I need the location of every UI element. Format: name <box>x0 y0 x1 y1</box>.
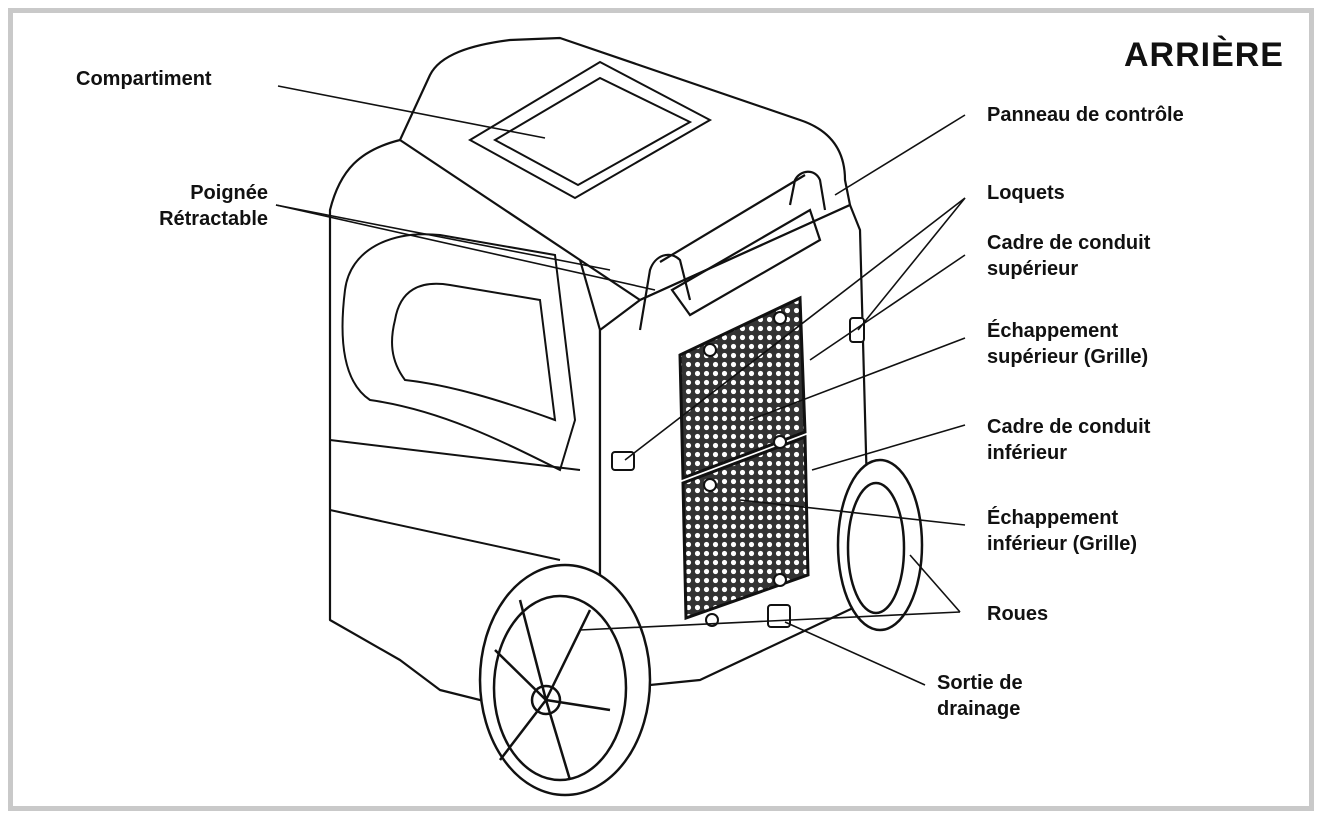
label-compartiment: Compartiment <box>76 68 212 90</box>
label-sortie-line1: Sortie de <box>937 672 1023 694</box>
label-echap-inf-line2: inférieur (Grille) <box>987 533 1138 555</box>
side-panel <box>329 233 581 561</box>
leader-cadre-inf <box>811 424 966 471</box>
drain-outlet <box>767 604 791 628</box>
label-roues: Roues <box>987 603 1049 625</box>
label-panneau: Panneau de contrôle <box>987 104 1184 126</box>
label-cadre-sup: Cadre de conduit supérieur <box>987 230 1150 282</box>
label-cadre-sup-line1: Cadre de conduit <box>987 232 1151 254</box>
label-echap-inf: Échappement inférieur (Grille) <box>987 505 1137 557</box>
leader-echap-sup <box>749 337 966 421</box>
leader-roues-b <box>909 554 961 613</box>
compartment-tray <box>467 60 713 200</box>
leader-poignee-2 <box>275 204 611 271</box>
label-poignee-line1: Poignée <box>190 182 268 204</box>
label-cadre-inf-line1: Cadre de conduit <box>987 416 1151 438</box>
leader-poignee <box>275 204 656 291</box>
label-echap-sup-line2: supérieur (Grille) <box>987 346 1149 368</box>
label-loquets: Loquets <box>987 182 1065 204</box>
label-cadre-inf: Cadre de conduit inférieur <box>987 414 1150 466</box>
leader-cadre-sup <box>809 254 966 361</box>
leader-panneau <box>834 114 966 196</box>
label-echap-inf-line1: Échappement <box>987 507 1119 529</box>
label-poignee: Poignée Rétractable <box>110 180 268 232</box>
wheel-front <box>478 563 652 797</box>
label-sortie: Sortie de drainage <box>937 670 1023 722</box>
label-echap-sup-line1: Échappement <box>987 320 1119 342</box>
retractable-handle <box>638 170 827 331</box>
wheel-rear <box>836 458 924 632</box>
leader-sortie <box>784 621 926 686</box>
label-sortie-line2: drainage <box>937 698 1021 720</box>
leader-lines <box>275 85 966 686</box>
leader-loquets-a <box>624 197 966 461</box>
upper-grille <box>678 295 807 481</box>
leader-roues-a <box>579 611 961 631</box>
leader-echap-inf <box>739 499 966 526</box>
leader-loquets-b <box>857 197 966 331</box>
label-cadre-sup-line2: supérieur <box>987 258 1079 280</box>
leader-compartiment <box>277 85 546 139</box>
label-poignee-line2: Rétractable <box>159 208 268 230</box>
label-cadre-inf-line2: inférieur <box>987 442 1068 464</box>
label-echap-sup: Échappement supérieur (Grille) <box>987 318 1148 370</box>
view-title: ARRIÈRE <box>1123 36 1284 74</box>
